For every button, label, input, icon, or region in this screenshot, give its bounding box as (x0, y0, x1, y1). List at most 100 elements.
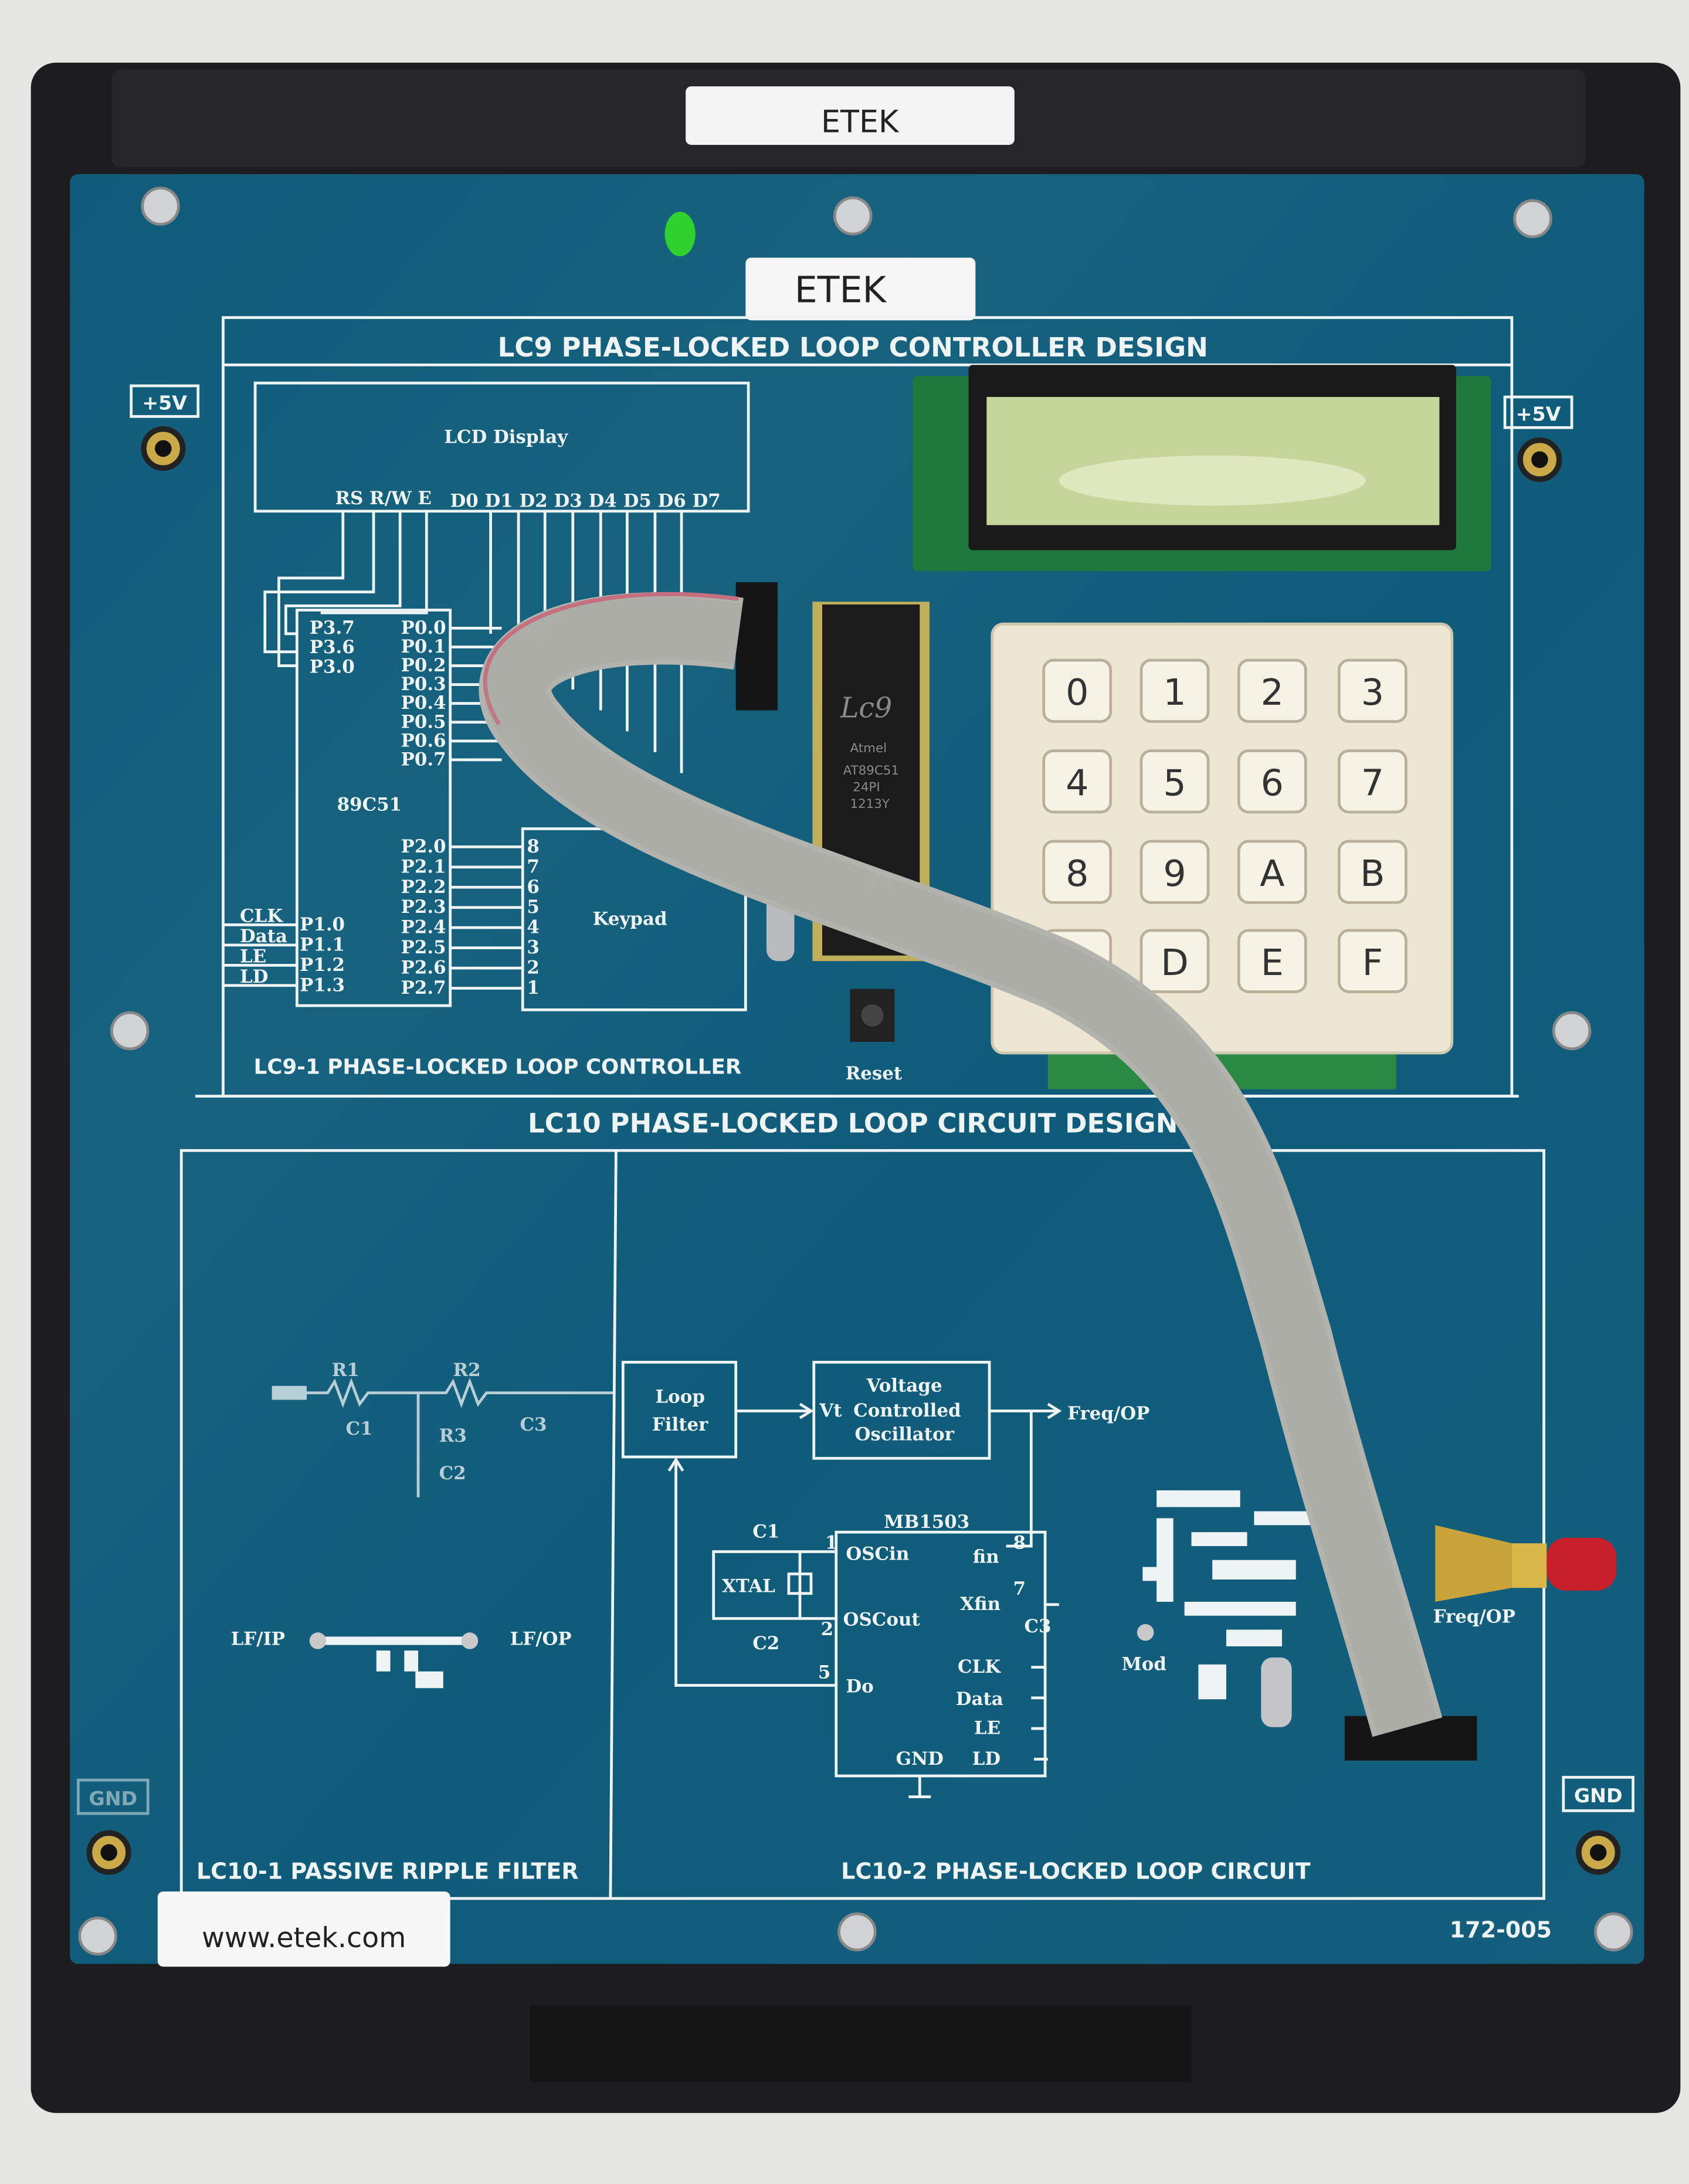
reset-button[interactable] (850, 989, 895, 1042)
svg-text:C1: C1 (752, 1521, 779, 1543)
svg-text:D0 D1 D2 D3 D4 D5 D6 D7: D0 D1 D2 D3 D4 D5 D6 D7 (450, 491, 720, 512)
svg-text:2: 2 (821, 1619, 833, 1640)
svg-text:Do: Do (846, 1676, 873, 1697)
signal-label: LD (240, 966, 268, 987)
key-5[interactable]: 5 (1139, 749, 1210, 814)
svg-text:P3.6: P3.6 (310, 637, 355, 658)
key-6[interactable]: 6 (1237, 749, 1307, 814)
svg-text:7: 7 (1013, 1578, 1025, 1599)
svg-text:Controlled: Controlled (853, 1400, 961, 1421)
pin-label: P2.1 (401, 856, 446, 877)
mod-label: Mod (1122, 1653, 1166, 1674)
pin-label: P0.1 (401, 636, 446, 657)
keypad-pin-label: 5 (527, 896, 539, 918)
gnd-jack-left[interactable]: GND (77, 1778, 150, 1875)
key-7[interactable]: 7 (1337, 749, 1408, 814)
key-label: 9 (1163, 852, 1186, 895)
pin-label: P1.1 (300, 934, 345, 955)
key-1[interactable]: 1 (1139, 658, 1210, 723)
svg-text:R3: R3 (439, 1425, 467, 1446)
lf-ip-label: LF/IP (231, 1629, 286, 1650)
panel-label-tag (745, 257, 976, 321)
pin-label: P0.2 (401, 655, 446, 676)
screw-icon (837, 1912, 877, 1952)
svg-text:89C51: 89C51 (337, 794, 402, 816)
mod-terminal[interactable] (1137, 1623, 1154, 1641)
key-B[interactable]: B (1337, 840, 1408, 904)
svg-text:Vt: Vt (819, 1400, 842, 1421)
ribbon-cable-lines (484, 597, 1437, 1735)
rf-crystal (1261, 1657, 1292, 1727)
svg-text:Data: Data (956, 1689, 1003, 1710)
key-0[interactable]: 0 (1042, 658, 1113, 723)
ribbon-cable-red-stripe (483, 592, 739, 726)
screw-icon (1594, 1912, 1633, 1952)
svg-text:+5V: +5V (1516, 402, 1561, 425)
pin-label: P1.2 (300, 955, 345, 976)
lf-ip-terminal[interactable] (309, 1632, 327, 1649)
website: www.etek.com (202, 1922, 406, 1954)
signal-label: LE (240, 946, 266, 967)
passive-filter-schematic: R1 R2 C1 R3 C2 C3 (272, 1360, 613, 1497)
pin-label: P0.7 (401, 749, 446, 770)
pin-label: P1.3 (300, 974, 345, 996)
key-F[interactable]: F (1337, 929, 1408, 993)
key-label: 8 (1066, 852, 1088, 895)
ribbon-connector-top[interactable] (735, 582, 778, 711)
key-E[interactable]: E (1237, 929, 1307, 993)
lcd-schematic-box (253, 381, 750, 513)
key-9[interactable]: 9 (1139, 840, 1210, 904)
filter-pads (320, 1636, 474, 1689)
key-3[interactable]: 3 (1337, 658, 1408, 723)
svg-text:8: 8 (1013, 1533, 1025, 1554)
pin-label: P2.3 (401, 896, 446, 918)
svg-text:R1: R1 (332, 1360, 359, 1381)
svg-text:GND: GND (896, 1748, 944, 1769)
panel-label: ETEK (795, 269, 887, 311)
key-4[interactable]: 4 (1042, 749, 1113, 814)
keypad-pin-label: 6 (527, 877, 539, 898)
lc10-frame (179, 1149, 1545, 1900)
svg-text:GND: GND (89, 1787, 137, 1810)
sma-connector[interactable] (1435, 1525, 1617, 1602)
mcu-schematic-box (295, 609, 452, 1007)
svg-text:1213Y: 1213Y (850, 797, 890, 811)
gnd-jack-right[interactable]: GND (1562, 1775, 1634, 1875)
svg-text:Lc9: Lc9 (840, 692, 892, 724)
svg-text:MB1503: MB1503 (884, 1512, 969, 1533)
key-8[interactable]: 8 (1042, 840, 1113, 904)
vcc-jack-left[interactable]: +5V (130, 384, 200, 471)
key-label: B (1360, 852, 1385, 895)
pin-label: P0.6 (401, 730, 446, 751)
svg-text:Keypad: Keypad (593, 908, 667, 929)
signal-label: CLK (240, 906, 283, 927)
keypad-pin-label: 3 (527, 937, 539, 958)
ribbon-cable[interactable] (479, 592, 1443, 1737)
svg-text:+5V: +5V (142, 391, 187, 414)
svg-text:C2: C2 (752, 1633, 779, 1654)
mcu-port0: P0.0P0.1P0.2P0.3P0.4P0.5P0.6P0.7 (401, 617, 502, 770)
keypad-pin-label: 2 (527, 957, 539, 979)
lf-op-terminal[interactable] (461, 1632, 479, 1649)
vcc-jack-right[interactable]: +5V (1503, 395, 1573, 482)
lc10-1-title: LC10-1 PASSIVE RIPPLE FILTER (196, 1859, 579, 1884)
key-2[interactable]: 2 (1237, 658, 1307, 723)
key-label: E (1261, 942, 1284, 984)
screws (78, 186, 1633, 1956)
svg-text:OSCin: OSCin (846, 1544, 909, 1565)
key-D[interactable]: D (1139, 929, 1210, 993)
svg-text:Oscillator: Oscillator (854, 1424, 954, 1445)
key-A[interactable]: A (1237, 840, 1307, 904)
svg-text:Voltage: Voltage (866, 1375, 942, 1396)
svg-text:P3.0: P3.0 (310, 656, 355, 677)
svg-text:Atmel: Atmel (850, 741, 887, 756)
keypad-pin-label: 4 (527, 917, 539, 938)
case-label-tag (686, 86, 1015, 145)
svg-text:P3.7: P3.7 (310, 617, 355, 638)
key-label: D (1161, 942, 1189, 984)
pin-label: P0.0 (401, 617, 446, 638)
svg-text:GND: GND (1574, 1784, 1623, 1807)
keypad-pin-label: 7 (527, 856, 539, 877)
